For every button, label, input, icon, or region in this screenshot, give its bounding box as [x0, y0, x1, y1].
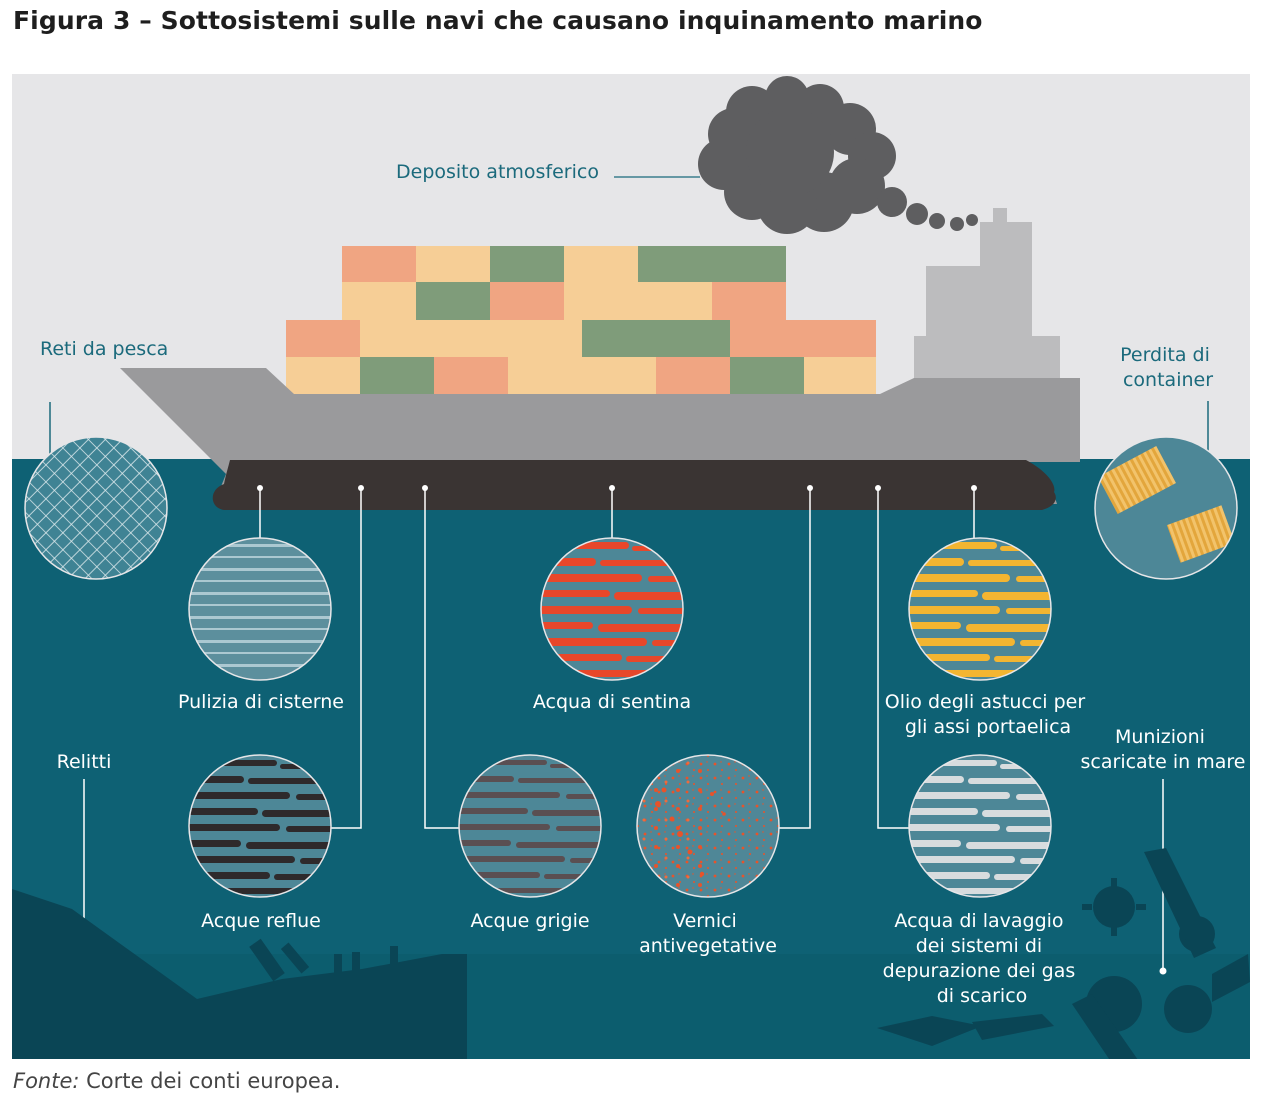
label-perdita-di-container: Perdita di container — [1120, 344, 1216, 391]
label-acque-reflue: Acque reflue — [201, 910, 321, 932]
smoke-cloud — [698, 76, 978, 234]
fishing-net-circle — [24, 436, 168, 580]
container-stack — [286, 246, 876, 394]
munitions-silhouette — [877, 848, 1250, 1059]
ship-pollution-diagram: Deposito atmosferico Reti da pesca Perdi… — [12, 74, 1250, 1059]
label-munizioni: Munizioni scaricate in mare — [1081, 726, 1246, 773]
tank-cleaning-circle — [188, 537, 332, 681]
label-pulizia-di-cisterne: Pulizia di cisterne — [178, 691, 344, 713]
connector-lines — [49, 176, 1209, 969]
figure-source: Fonte: Corte dei conti europea. — [13, 1069, 340, 1093]
shipwreck-silhouette — [12, 889, 467, 1059]
label-deposito-atmosferico: Deposito atmosferico — [396, 161, 599, 183]
source-prefix: Fonte: — [13, 1069, 80, 1093]
label-acque-grigie: Acque grigie — [470, 910, 589, 932]
label-acqua-di-sentina: Acqua di sentina — [533, 691, 691, 713]
figure-title: Figura 3 – Sottosistemi sulle navi che c… — [13, 6, 983, 35]
label-olio-astucci: Olio degli astucci per gli assi portaeli… — [885, 691, 1091, 738]
label-vernici-antivegetative: Vernici antivegetative — [639, 910, 777, 957]
ship-keel — [212, 460, 1056, 510]
label-relitti: Relitti — [57, 751, 112, 773]
source-text: Corte dei conti europea. — [79, 1069, 341, 1093]
label-reti-da-pesca: Reti da pesca — [40, 338, 168, 360]
lost-container-circle — [1094, 436, 1238, 580]
label-acqua-di-lavaggio: Acqua di lavaggio dei sistemi di depuraz… — [883, 910, 1082, 1007]
